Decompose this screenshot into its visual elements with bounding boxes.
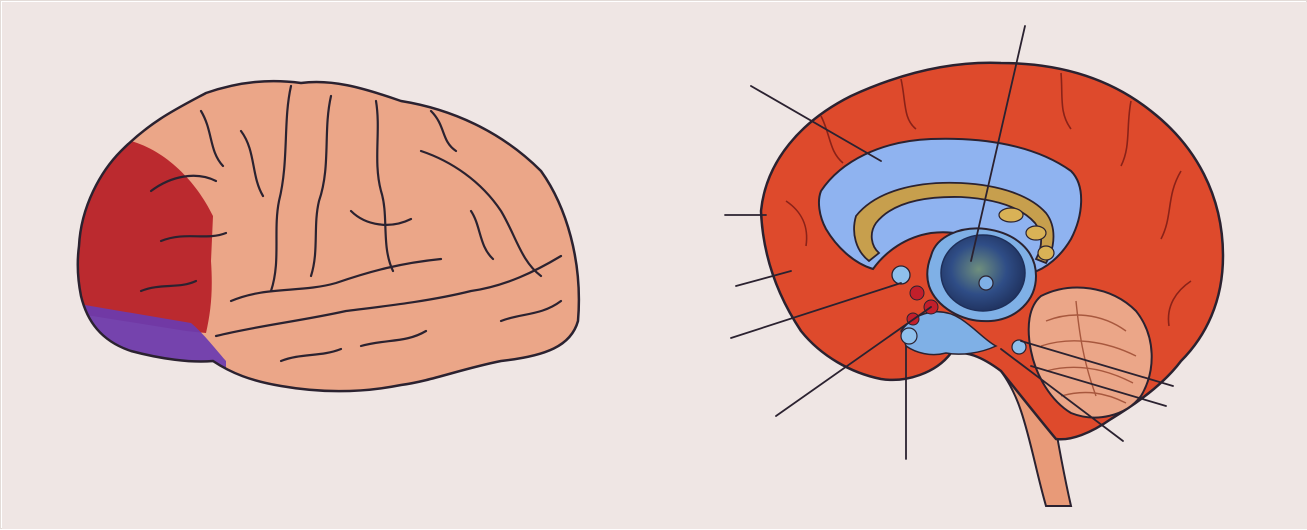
pineal-body — [979, 276, 993, 290]
optic-area — [901, 328, 917, 344]
thalamus — [941, 235, 1025, 311]
anterior-commissure — [892, 266, 910, 284]
